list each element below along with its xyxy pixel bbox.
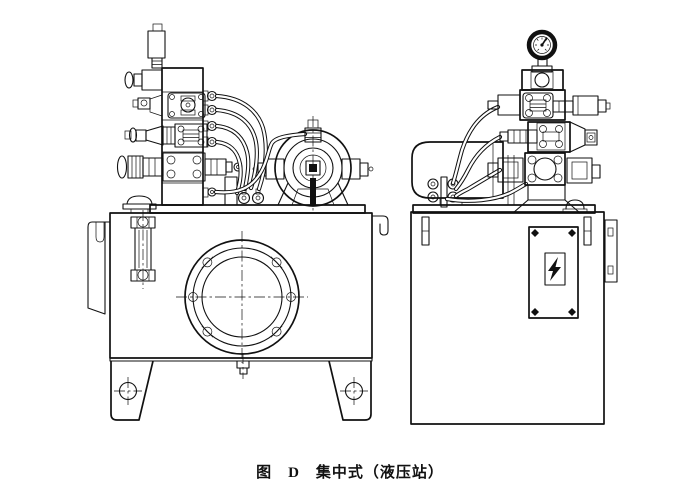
motor-stand [277, 182, 349, 206]
figure-caption: 图 D 集中式（液压站） [256, 465, 444, 481]
pump-base-plate [149, 204, 366, 214]
side-valve-row3 [499, 121, 598, 153]
front-view [87, 23, 389, 421]
filler-breather-cap [122, 195, 157, 214]
lifting-hook-left [87, 221, 111, 315]
valve-manifold [116, 23, 243, 206]
lifting-hook-right [371, 215, 389, 236]
side-base-plate [412, 204, 596, 214]
foot-hole-left [114, 377, 142, 405]
side-filler-cap [562, 199, 588, 214]
motor-side-boss-right [341, 158, 374, 180]
side-valve-row2 [487, 89, 611, 121]
oil-level-gauge [130, 210, 156, 289]
motor-top-fitting [304, 119, 322, 143]
side-hoses [444, 104, 529, 203]
flange-bolts [188, 256, 296, 338]
side-valve-row4 [487, 152, 601, 186]
pressure-gauge [526, 29, 558, 73]
side-mount-bracket [604, 219, 618, 283]
cleanout-flange [176, 231, 308, 363]
handwheel-valve-row4 [116, 152, 243, 182]
side-oil-tank [410, 211, 618, 425]
electrical-box [528, 226, 579, 319]
front-hoses [213, 93, 308, 196]
foot-hole-right [340, 377, 368, 405]
lightning-bolt-icon [548, 257, 561, 281]
side-valve-stack [487, 29, 611, 214]
spool-valve-row3 [124, 123, 208, 148]
box-corner-screws [531, 229, 576, 316]
drain-plug [236, 353, 250, 379]
valve-face-row2 [132, 92, 206, 119]
hand-valve-top [124, 69, 163, 91]
side-view [410, 29, 618, 425]
front-oil-tank [109, 212, 373, 421]
solenoid-valve [147, 23, 166, 69]
motor-front [252, 116, 374, 213]
